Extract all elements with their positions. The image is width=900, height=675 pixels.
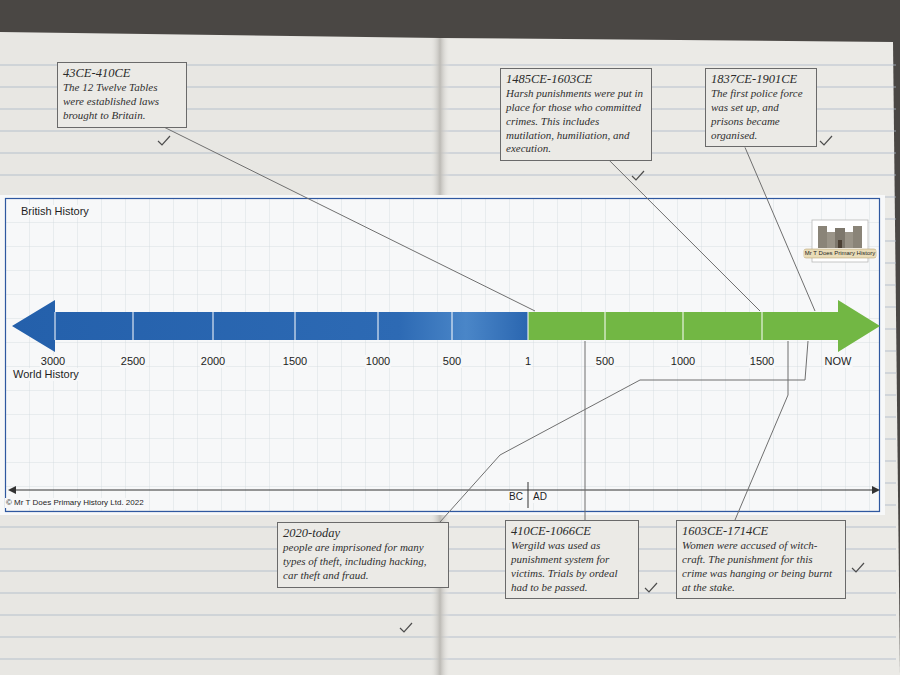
note-box: 2020-todaypeople are imprisoned for many… xyxy=(277,522,449,588)
scale-label: NOW xyxy=(824,355,853,368)
note-box: 410CE-1066CEWergild was used as punishme… xyxy=(505,520,639,599)
date-range: 2020-today xyxy=(283,526,443,540)
leader-line xyxy=(585,341,586,515)
ad-arrow xyxy=(528,300,880,352)
leader-connector xyxy=(610,161,644,195)
date-range: 1603CE-1714CE xyxy=(682,524,840,538)
scale-label: World History xyxy=(12,368,80,381)
scale-label: 1500 xyxy=(749,355,775,368)
scale-label: 1000 xyxy=(670,355,696,368)
note-box: 1603CE-1714CEWomen were accused of witch… xyxy=(676,520,846,599)
logo-text: Mr T Does Primary History xyxy=(804,250,876,257)
note-text: Harsh punishments were put in place for … xyxy=(506,87,646,156)
scale-label: 1000 xyxy=(365,355,391,368)
era-arrowhead xyxy=(8,486,16,494)
era-arrowhead xyxy=(872,486,880,494)
scale-ticks xyxy=(55,312,762,340)
scale-label: 3000 xyxy=(40,355,66,368)
copyright-note: © Mr T Does Primary History Ltd. 2022 xyxy=(5,498,145,508)
leader-connector xyxy=(165,128,301,195)
scale-label: BC xyxy=(508,491,524,503)
leader-line xyxy=(737,341,788,515)
scale-label: 500 xyxy=(442,355,462,368)
leader-line xyxy=(446,341,808,515)
note-box: 1837CE-1901CEThe first police force was … xyxy=(705,68,817,147)
leader-line xyxy=(644,195,760,311)
scale-label: 2000 xyxy=(200,355,226,368)
date-range: 410CE-1066CE xyxy=(511,524,633,538)
note-text: people are imprisoned for many types of … xyxy=(283,541,443,582)
timeline-sheet: British HistoryWorld History3000 2500 2000… xyxy=(0,195,885,515)
timeline-sheet-art xyxy=(0,195,885,515)
sheet-title: British History xyxy=(20,205,90,217)
leader-line xyxy=(301,195,535,311)
note-box: 1485CE-1603CEHarsh punishments were put … xyxy=(500,68,652,161)
leader-connector xyxy=(745,147,765,195)
date-range: 1485CE-1603CE xyxy=(506,72,646,86)
date-range: 1837CE-1901CE xyxy=(711,72,811,86)
note-text: Wergild was used as punishment system fo… xyxy=(511,539,633,594)
bc-arrow xyxy=(12,300,528,352)
scale-label: AD xyxy=(532,491,548,503)
note-box: 43CE-410CEThe 12 Twelve Tables were esta… xyxy=(57,62,187,128)
note-text: Women were accused of witch-craft. The p… xyxy=(682,539,840,594)
leader-connector xyxy=(440,515,446,522)
date-range: 43CE-410CE xyxy=(63,66,181,80)
scale-label: 1 xyxy=(524,355,532,368)
scale-label: 1500 xyxy=(282,355,308,368)
check-marks xyxy=(158,136,864,632)
note-text: The first police force was set up, and p… xyxy=(711,87,811,142)
note-text: The 12 Twelve Tables were established la… xyxy=(63,81,181,122)
scale-label: 2500 xyxy=(120,355,146,368)
castle-logo xyxy=(804,220,876,262)
scale-label: 500 xyxy=(595,355,615,368)
